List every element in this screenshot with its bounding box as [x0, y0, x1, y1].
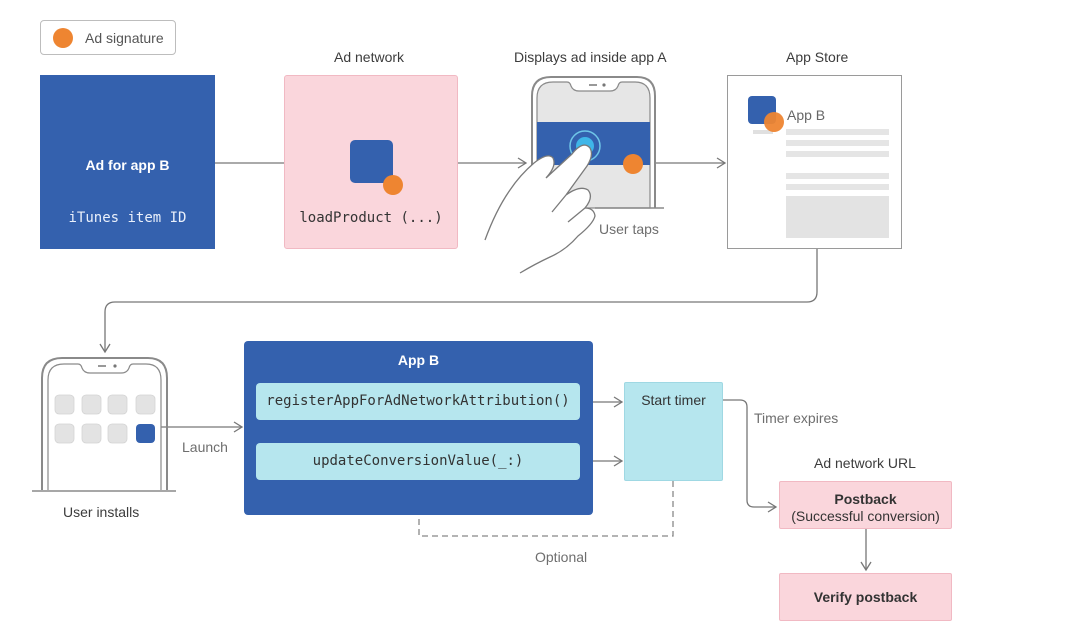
ad-signature-dot — [383, 175, 403, 195]
ad-product-icon — [350, 140, 393, 183]
register-attribution-call: registerAppForAdNetworkAttribution() — [256, 383, 580, 420]
ad-network-box: loadProduct (...) — [284, 75, 458, 249]
optional-label: Optional — [535, 549, 588, 565]
postback-title: Postback — [834, 491, 897, 507]
timer-expires-label: Timer expires — [754, 410, 839, 426]
app-b-title: App B — [397, 352, 440, 368]
user-taps-caption: User taps — [599, 221, 659, 237]
tapping-hand-icon — [484, 144, 596, 274]
postback-box: Postback (Successful conversion) — [779, 481, 952, 529]
app-store-heading: App Store — [786, 49, 849, 65]
app-store-app-name: App B — [787, 107, 826, 123]
placeholder-line — [786, 151, 889, 157]
postback-subtitle: (Successful conversion) — [791, 508, 940, 524]
ad-network-heading: Ad network — [334, 49, 405, 65]
legend-label: Ad signature — [85, 30, 164, 46]
placeholder-line — [786, 140, 889, 146]
dashed-optional-line — [418, 481, 674, 537]
phone-installed-icon — [32, 357, 176, 492]
ad-box-title: Ad for app B — [85, 157, 170, 173]
ad-network-url-heading: Ad network URL — [814, 455, 916, 471]
arrow-timer-expires — [723, 399, 778, 513]
user-installs-caption: User installs — [63, 504, 140, 520]
start-timer-label: Start timer — [641, 392, 706, 408]
placeholder-line — [753, 130, 773, 134]
placeholder-block — [786, 196, 889, 238]
app-b-container: App B registerAppForAdNetworkAttribution… — [244, 341, 593, 515]
launch-label: Launch — [182, 439, 228, 455]
ad-for-app-b-box: Ad for app B iTunes item ID — [40, 75, 215, 249]
ad-box-subtitle: iTunes item ID — [68, 210, 187, 226]
start-timer-box: Start timer — [624, 382, 723, 481]
ad-signature-dot — [623, 154, 643, 174]
ad-signature-dot — [764, 112, 784, 132]
legend: Ad signature — [40, 20, 176, 55]
placeholder-line — [786, 129, 889, 135]
ad-signature-legend-icon — [53, 28, 73, 48]
app-store-page: App B — [727, 75, 902, 249]
app-b-icon — [136, 424, 155, 443]
app-a-heading: Displays ad inside app A — [514, 49, 667, 65]
load-product-call: loadProduct (...) — [299, 210, 443, 226]
verify-postback-box: Verify postback — [779, 573, 952, 621]
placeholder-line — [786, 173, 889, 179]
arrow-store-to-install — [99, 249, 818, 354]
update-conversion-call: updateConversionValue(_:) — [256, 443, 580, 480]
placeholder-line — [786, 184, 889, 190]
